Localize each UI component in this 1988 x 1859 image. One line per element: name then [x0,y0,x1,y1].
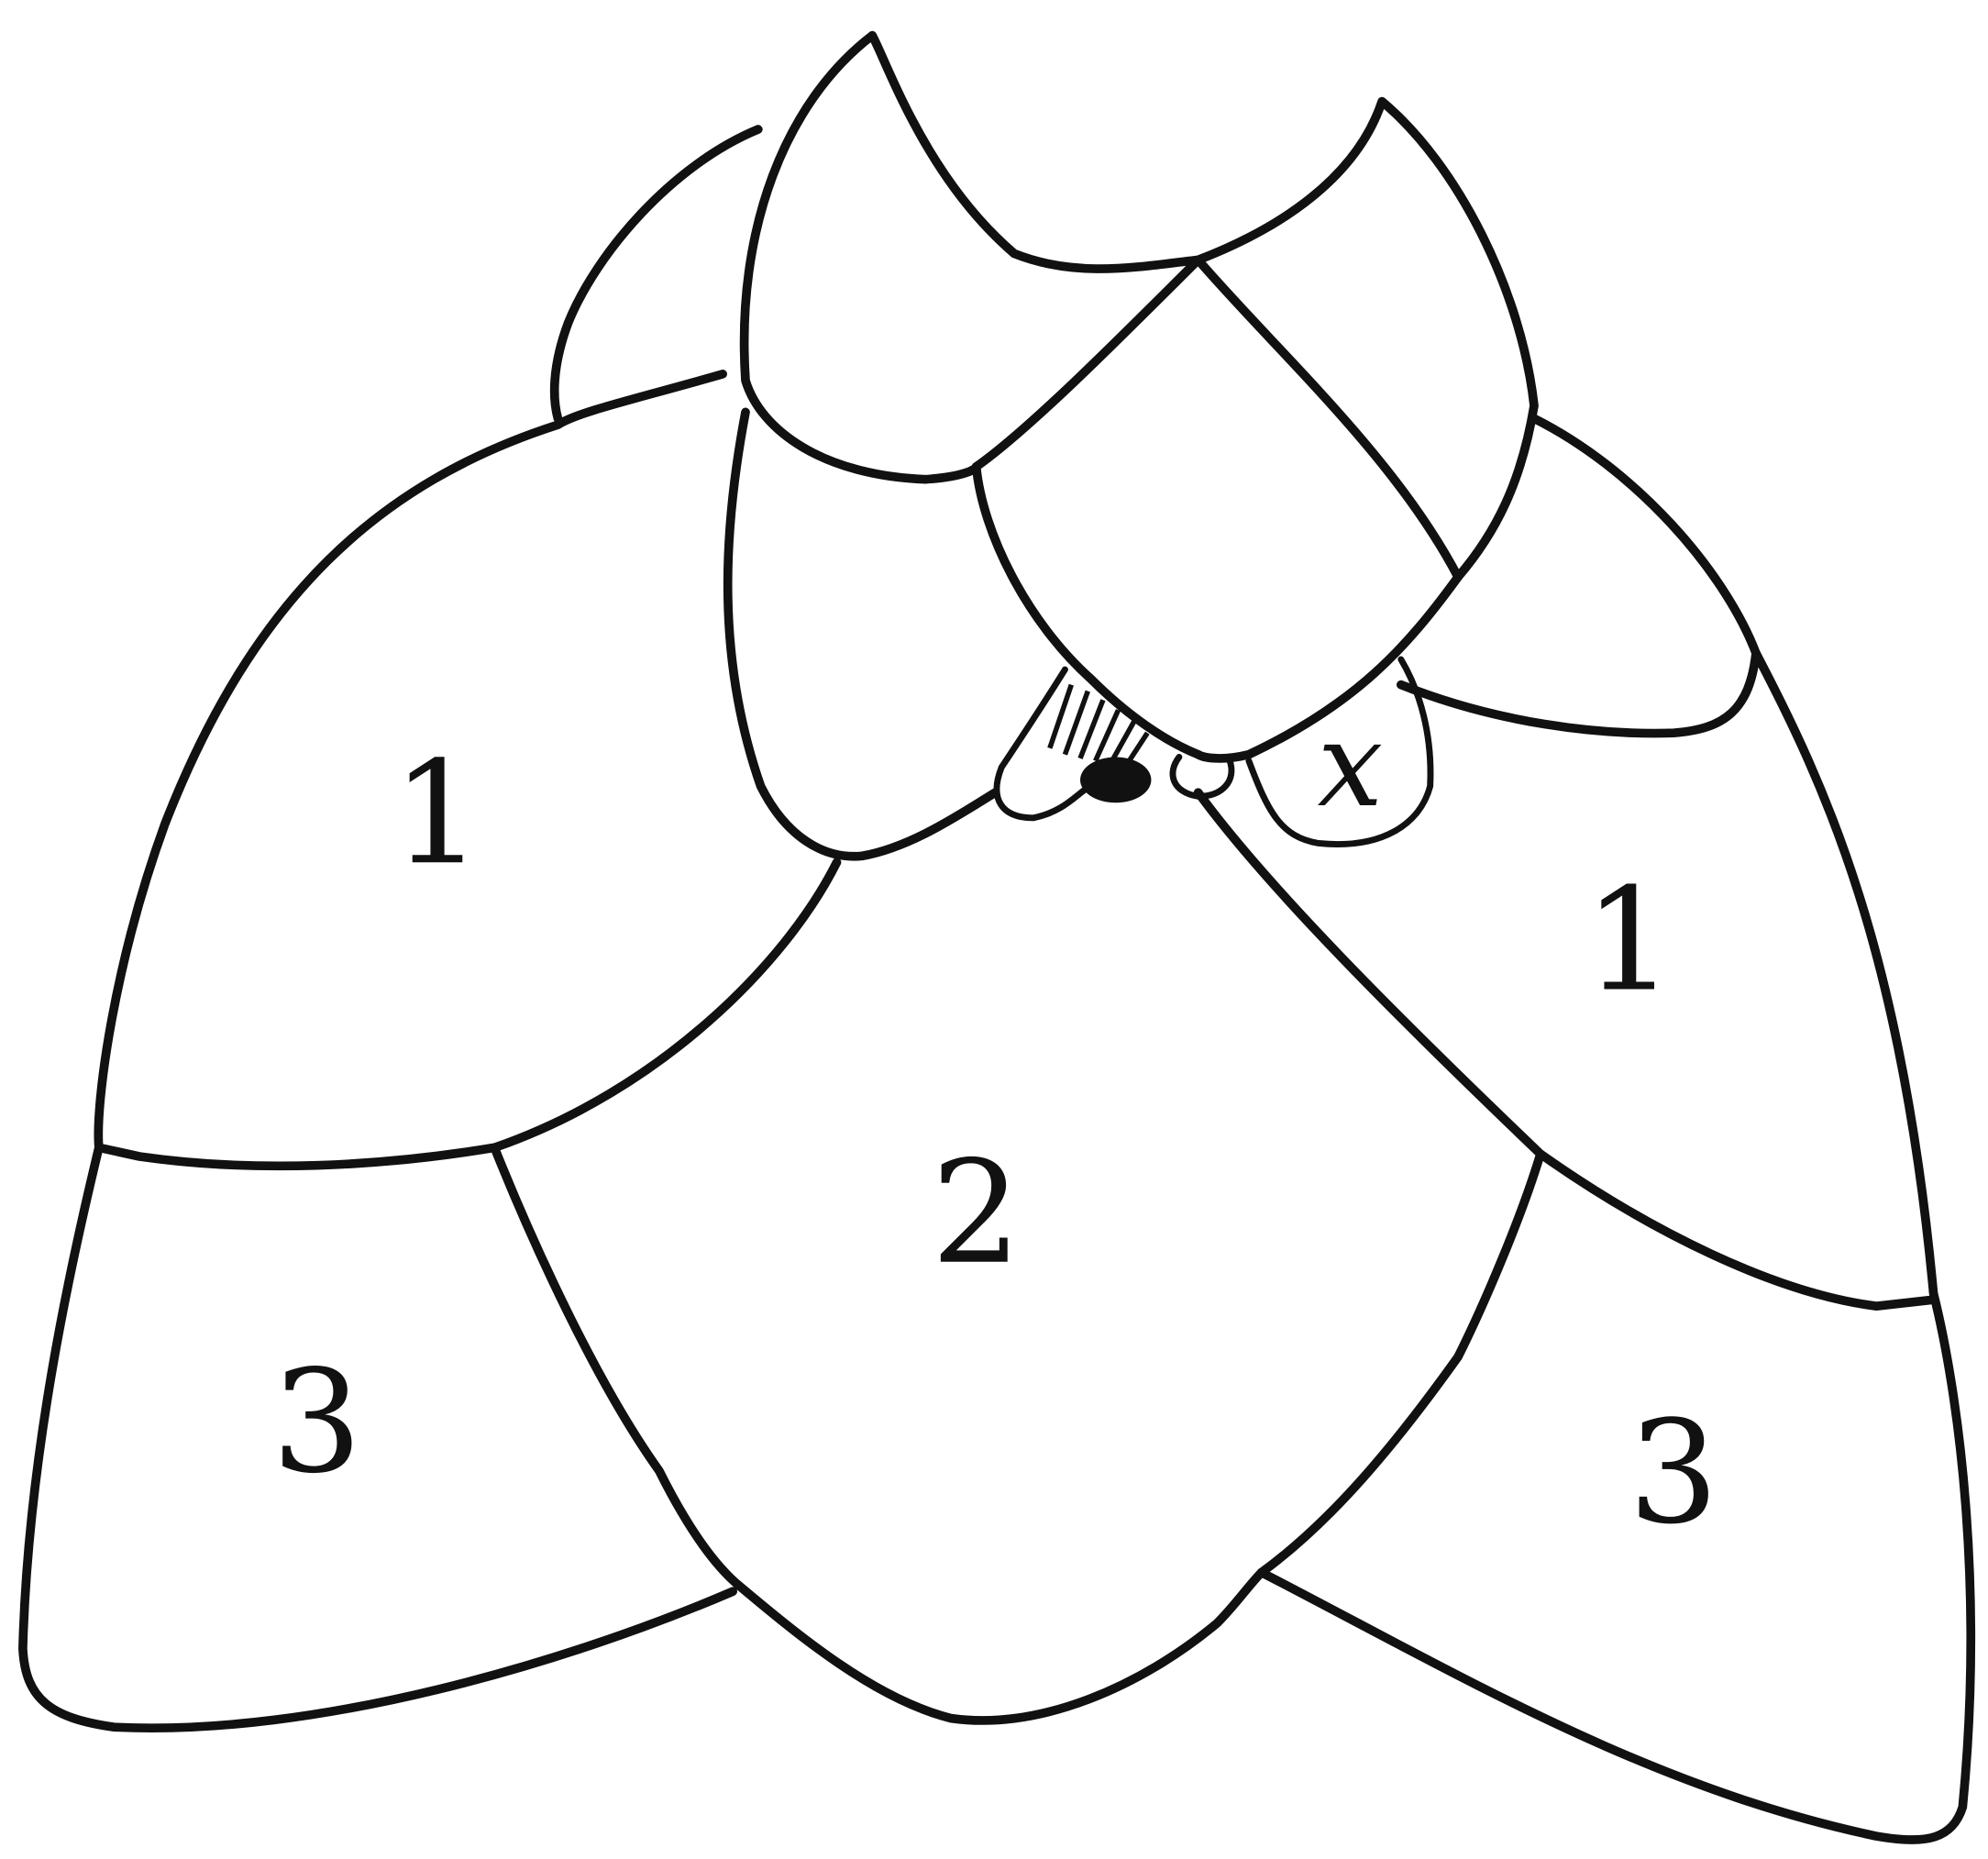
plate-right-upper [1401,653,1756,733]
outer-boundary [23,374,733,1728]
plate-1-right-lower [1541,1154,1934,1306]
plate-central-upper-right [1198,260,1458,758]
plate-1-left-lower [99,862,837,1166]
outer-boundary-right [1262,418,1971,1840]
pore-hatching [1050,685,1147,766]
pore-dark-spot [1080,757,1151,802]
label-plate-x: x [1318,697,1384,833]
apical-horn-left [745,36,977,480]
label-plate-3-right: 3 [1629,1389,1719,1555]
plate-central-upper [977,260,1198,754]
apical-horn-inner [872,36,1198,269]
plate-2-right-edge [1198,792,1541,1572]
apical-horn-right [1198,102,1534,578]
apical-pore-right [1173,757,1231,796]
plate-left-ear [555,129,758,418]
label-plate-2: 2 [931,1130,1022,1296]
apical-pore-left [997,669,1090,818]
label-plate-1-left: 1 [392,730,483,896]
label-plate-1-right: 1 [1584,857,1674,1023]
label-plate-3-left: 3 [271,1339,362,1505]
